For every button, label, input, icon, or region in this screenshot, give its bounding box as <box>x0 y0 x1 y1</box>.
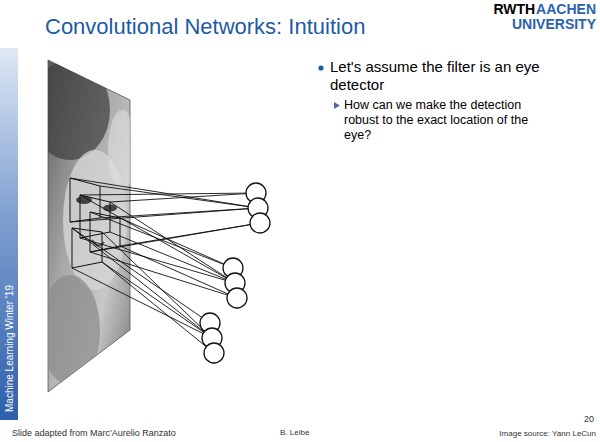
footer-author: B. Leibe <box>280 428 309 437</box>
logo-word: AACHEN <box>536 1 596 17</box>
neuron-circles <box>200 183 270 363</box>
slide-title: Convolutional Networks: Intuition <box>45 14 365 40</box>
logo-word: RWTH <box>493 1 535 17</box>
footer-credit: Slide adapted from Marc'Aurelio Ranzato <box>12 428 176 438</box>
logo-word: UNIVERSITY <box>512 16 596 32</box>
course-label: Machine Learning Winter '19 <box>4 285 15 412</box>
sub-bullet-arrow <box>334 102 340 109</box>
face-photo <box>30 60 136 392</box>
bullet-dot <box>318 65 323 70</box>
receptive-fields <box>70 178 120 268</box>
side-bar <box>0 48 18 420</box>
connection-lines <box>70 178 260 353</box>
page-number: 20 <box>584 414 594 424</box>
bullet-text: Let's assume the filter is an eye detect… <box>330 58 540 94</box>
image-source: Image source: Yann LeCun <box>499 429 596 438</box>
sub-bullet-text: How can we make the detection robust to … <box>344 98 534 143</box>
